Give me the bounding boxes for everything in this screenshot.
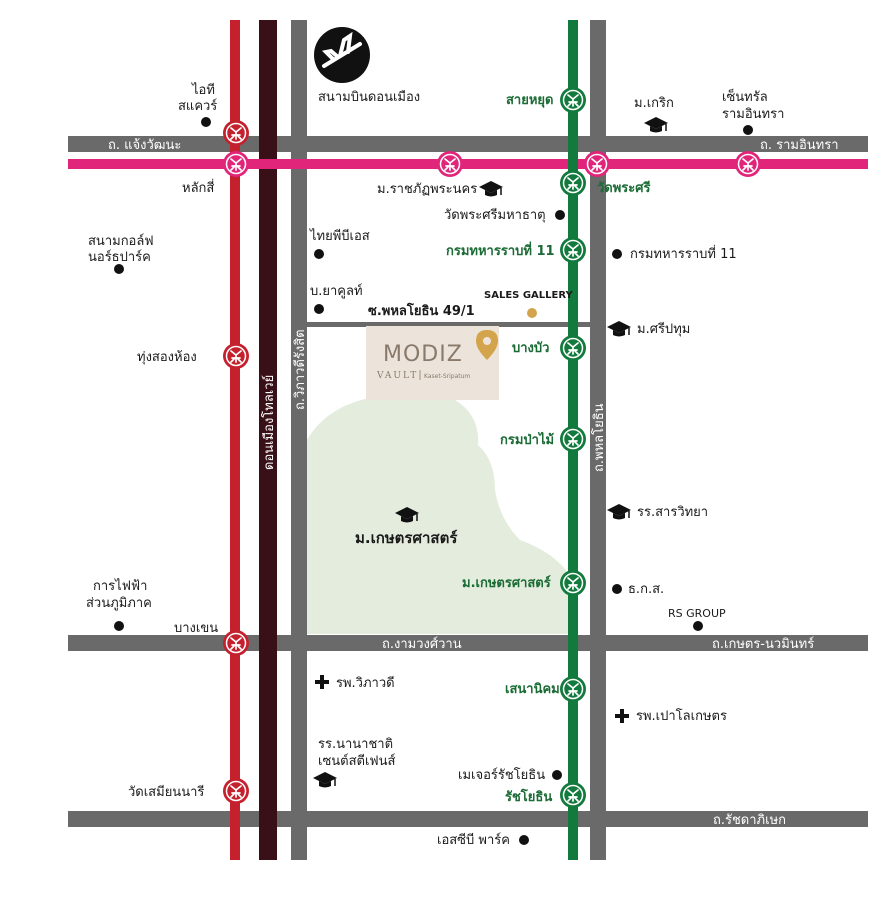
road-vibhavadi: [291, 20, 307, 860]
label-place: ธ.ก.ส.: [628, 582, 664, 597]
label-station: วัดพระศรี: [597, 180, 651, 196]
label-place: เซนต์สตีเฟนส์: [318, 753, 396, 769]
label-station: เสนานิคม: [505, 682, 560, 697]
sales-gallery-marker: [527, 308, 537, 318]
label-kaset-nawamin: ถ.เกษตร-นวมินทร์: [712, 636, 814, 652]
label-place: ม.เกริก: [634, 96, 674, 111]
label-place: รพ.วิภาวดี: [336, 675, 395, 691]
station-icon: [559, 169, 587, 197]
label-vibhavadi: ถ.วิภาวดีรังสิต: [292, 329, 308, 410]
school-icon: [606, 503, 632, 521]
label-tollway: ดอนเมืองโทลเวย์: [261, 375, 277, 470]
kasetsart-park: [307, 395, 572, 634]
label-place: รพ.เปาโลเกษตร: [636, 708, 727, 724]
station-icon: [559, 236, 587, 264]
school-icon: [478, 180, 504, 198]
label-place: ไทยพีบีเอส: [309, 228, 370, 244]
station-icon: [222, 150, 250, 178]
label-sales-gallery: SALES GALLERY: [484, 290, 574, 301]
station-icon: [436, 150, 464, 178]
label-soi: ซ.พหลโยธิน 49/1: [368, 302, 475, 319]
label-place: ส่วนภูมิภาค: [86, 596, 152, 611]
label-place: ม.ศรีปทุม: [637, 321, 690, 337]
label-ngamwongwan: ถ.งามวงศ์วาน: [382, 636, 462, 652]
road-phahonyothin: [590, 20, 606, 860]
label-place: สนามกอล์ฟ: [88, 233, 154, 249]
label-place: บ.ยาคูลท์: [310, 283, 363, 299]
label-station: วัดเสมียนนารี: [128, 784, 204, 800]
label-changwattana: ถ. แจ้งวัฒนะ: [108, 138, 181, 153]
school-icon: [312, 771, 338, 789]
station-icon: [559, 569, 587, 597]
label-place: ม.เกษตรศาสตร์: [355, 529, 458, 547]
station-icon: [222, 342, 250, 370]
pink-line: [68, 159, 868, 169]
label-station: ม.เกษตรศาสตร์: [462, 575, 551, 591]
logo-vault: VAULT: [376, 371, 418, 381]
logo-sub: Kaset-Sripatum: [424, 373, 470, 380]
location-pin-icon: [476, 330, 498, 360]
station-icon: [222, 777, 250, 805]
label-airport: สนามบินดอนเมือง: [318, 89, 420, 105]
label-place: RS GROUP: [668, 607, 726, 620]
label-place: เอสซีบี พาร์ค: [437, 832, 510, 848]
school-icon: [606, 320, 632, 338]
road-tollway: [259, 20, 277, 860]
label-station: หลักสี่: [182, 179, 214, 196]
airplane-icon: [314, 27, 370, 83]
label-station: กรมป่าไม้: [500, 431, 554, 448]
label-station: ทุ่งสองห้อง: [137, 350, 197, 365]
label-place: เซ็นทรัล: [722, 87, 768, 105]
station-icon: [734, 150, 762, 178]
station-icon: [559, 425, 587, 453]
label-place: รามอินทรา: [722, 107, 784, 122]
logo-text: MODIZ: [383, 342, 463, 367]
label-place: รร.สารวิทยา: [637, 505, 708, 520]
station-icon: [559, 334, 587, 362]
label-ratchadaphisek: ถ.รัชดาภิเษก: [713, 813, 786, 828]
label-place: เมเจอร์รัชโยธิน: [458, 767, 545, 783]
label-place: รร.นานาชาติ: [318, 737, 393, 752]
label-place: ไอที: [191, 82, 215, 98]
label-station: กรมทหารราบที่ 11: [446, 241, 555, 259]
station-icon: [583, 150, 611, 178]
station-icon: [559, 675, 587, 703]
label-phahonyothin: ถ.พหลโยธิน: [591, 403, 607, 472]
label-station: สายหยุด: [506, 93, 553, 108]
station-icon: [222, 629, 250, 657]
hospital-icon: [315, 675, 329, 689]
label-place: ม.ราชภัฏพระนคร: [377, 182, 477, 197]
label-ramintra: ถ. รามอินทรา: [760, 138, 839, 153]
label-station: รัชโยธิน: [505, 788, 552, 805]
label-place: นอร์ธปาร์ค: [88, 249, 151, 265]
label-place: การไฟฟ้า: [93, 578, 147, 594]
label-station: บางเขน: [174, 621, 218, 636]
station-icon: [222, 119, 250, 147]
place-markers: [114, 117, 753, 845]
station-icon: [559, 86, 587, 114]
station-icon: [559, 781, 587, 809]
label-place: วัดพระศรีมหาธาตุ: [444, 207, 546, 223]
label-place: กรมทหารราบที่ 11: [630, 245, 737, 262]
red-line: [230, 20, 240, 860]
label-place: สแควร์: [178, 98, 217, 114]
road-soi: [293, 322, 593, 327]
project-logo: MODIZ VAULT Kaset-Sripatum: [366, 326, 499, 400]
hospital-icon: [615, 709, 629, 723]
label-station: บางบัว: [512, 341, 549, 356]
school-icon: [643, 116, 669, 134]
road-changwattana: [68, 136, 868, 152]
